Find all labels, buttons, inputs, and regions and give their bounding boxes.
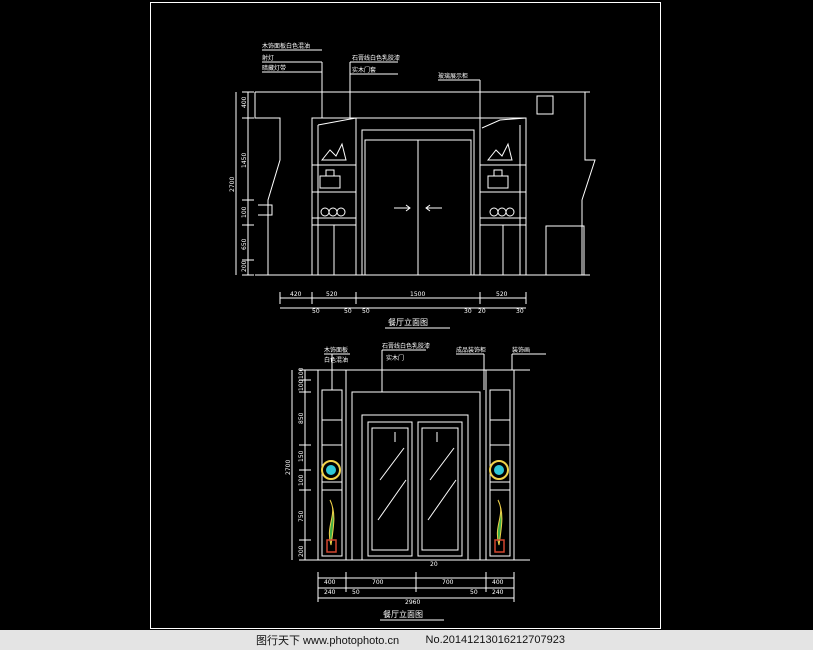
lower-title: 餐厅立面图 [383,609,423,619]
upper-small-dim-2: 50 [344,308,352,315]
lower-subdim-3: 50 [470,589,478,596]
upper-small-dim-4: 30 [464,308,472,315]
lower-note-2: 白色混油 [324,356,348,364]
lower-total-width: 2960 [405,599,420,606]
upper-vdim-4: 650 [241,238,248,250]
watermark-footer: 图行天下 www.photophoto.cn No.20141213016212… [0,630,813,650]
lower-decor [321,460,509,553]
upper-note-2: 射灯 [262,54,274,62]
upper-hdim-2: 520 [326,291,338,298]
upper-title: 餐厅立面图 [388,317,428,327]
upper-small-dim-3: 50 [362,308,370,315]
left-plant [328,499,335,546]
right-decorative-plate [489,460,509,480]
upper-total-height: 2700 [229,177,236,192]
lower-note-1: 木饰面板 [324,346,348,354]
lower-vdim-5: 100 [298,474,305,486]
upper-small-dim-6: 30 [516,308,524,315]
lower-hdim-3: 700 [442,579,454,586]
right-plant [496,499,503,546]
upper-labels: 木饰面板白色混油 射灯 暗藏灯带 石膏线白色乳胶漆 实木门套 玻璃展示柜 400… [229,42,524,327]
lower-labels: 木饰面板 白色混油 石膏线白色乳胶漆 实木门 成品装饰柜 装饰画 100 100… [285,342,530,619]
upper-note-4: 石膏线白色乳胶漆 [352,54,400,62]
upper-hdim-1: 420 [290,291,302,298]
upper-note-3: 暗藏灯带 [262,64,286,72]
watermark-site: 图行天下 www.photophoto.cn [256,635,400,647]
center-dim: 20 [430,561,438,568]
lower-elevation [291,349,546,621]
lower-subdim-1: 240 [324,589,336,596]
upper-note-5: 实木门套 [352,66,376,74]
upper-hdim-4: 520 [496,291,508,298]
upper-note-1: 木饰面板白色混油 [262,42,310,50]
lower-vdim-2: 100 [298,379,305,391]
lower-subdim-4: 240 [492,589,504,596]
lower-vdim-6: 750 [298,510,305,522]
left-decorative-plate [321,460,341,480]
lower-vdim-3: 850 [298,412,305,424]
upper-vdim-3: 100 [241,206,248,218]
lower-total-height: 2700 [285,460,292,475]
upper-elevation [235,49,596,329]
lower-note-3: 石膏线白色乳胶漆 [382,342,430,350]
upper-vdim-1: 400 [241,96,248,108]
lower-hdim-4: 400 [492,579,504,586]
watermark-serial: No.20141213016212707923 [425,634,565,646]
lower-vdim-1: 100 [298,367,305,379]
upper-small-dim-1: 50 [312,308,320,315]
lower-hdim-1: 400 [324,579,336,586]
lower-note-5: 成品装饰柜 [456,346,486,354]
lower-vdim-7: 200 [298,545,305,557]
lower-note-6: 装饰画 [512,346,530,354]
lower-subdim-2: 50 [352,589,360,596]
upper-vdim-5: 200 [241,260,248,272]
lower-note-4: 实木门 [386,354,404,362]
upper-small-dim-5: 20 [478,308,486,315]
upper-vdim-2: 1450 [241,153,248,168]
upper-note-6: 玻璃展示柜 [438,72,468,80]
upper-hdim-3: 1500 [410,291,425,298]
lower-hdim-2: 700 [372,579,384,586]
lower-vdim-4: 150 [298,450,305,462]
drawing-frame [150,2,661,629]
